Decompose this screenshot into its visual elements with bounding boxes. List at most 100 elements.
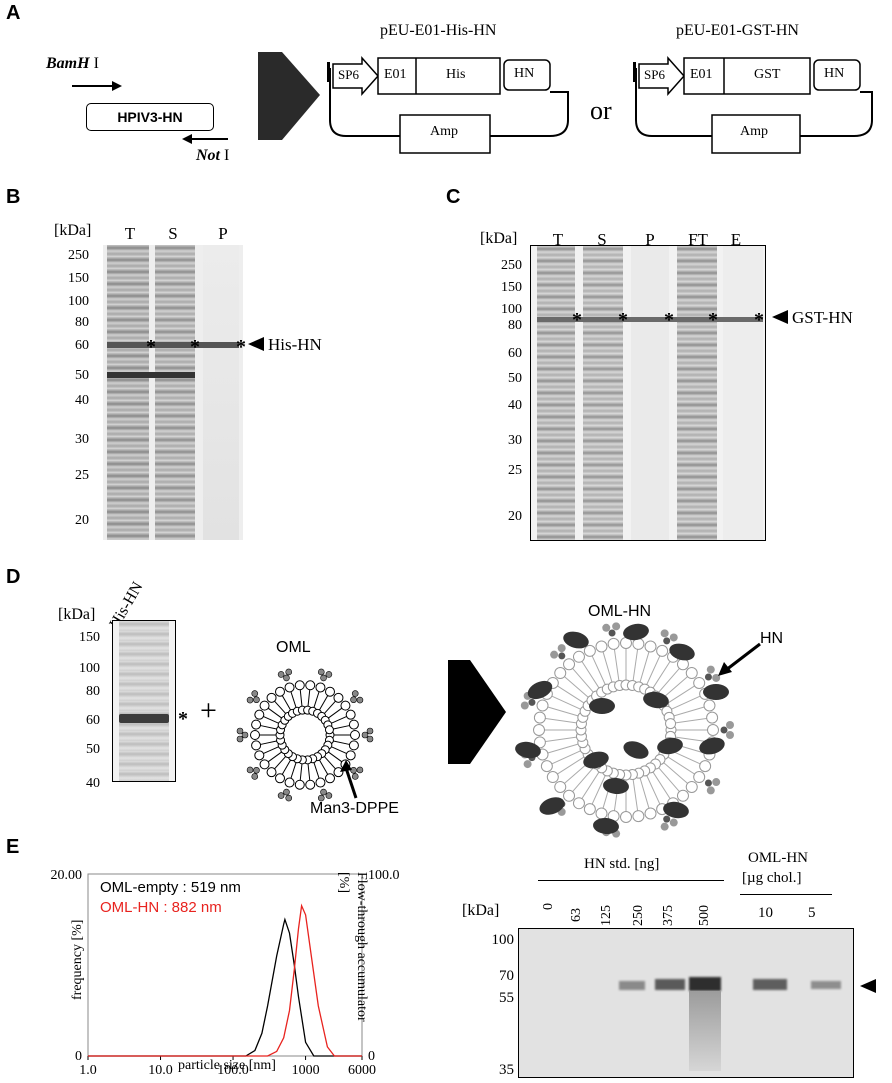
lipid-head-outer: [707, 724, 719, 736]
lipid-head-outer: [315, 777, 326, 788]
mannose-glyph: [325, 792, 333, 799]
gel-d-marker: 60: [86, 713, 100, 728]
dls-ylabel-right: Flow-through accumulator [%]: [336, 872, 369, 1022]
dls-y2-tick-label: 0: [368, 1049, 375, 1064]
hn-protein: [663, 801, 689, 819]
gel-b: [103, 245, 243, 540]
mannose-glyph: [663, 637, 671, 645]
lipid-head-outer: [685, 780, 698, 793]
man3-dppe-label: Man3-DPPE: [310, 800, 399, 817]
lipid-head-outer: [583, 644, 596, 657]
mannose-glyph: [253, 696, 260, 704]
lipid-head-outer: [348, 740, 359, 751]
lipid-head-outer: [595, 807, 608, 820]
hn-protein: [527, 680, 553, 700]
blot-group1-label: HN std. [ng]: [584, 856, 660, 872]
mannose-glyph: [277, 671, 285, 678]
plasmid1-hn: HN: [514, 66, 535, 81]
blot-unit: [kDa]: [462, 902, 500, 919]
gel-c-unit: [kDa]: [480, 230, 518, 247]
mannose-glyph: [663, 815, 671, 823]
gel-d-asterisk: *: [178, 708, 188, 730]
mannose-glyph: [351, 690, 359, 697]
gel-c-marker: 80: [508, 318, 522, 333]
gel-c-asterisk: *: [708, 309, 718, 331]
mannose-glyph: [660, 822, 669, 831]
hn-label: HN: [760, 630, 784, 647]
mannose-glyph: [660, 629, 669, 638]
lipid-head-outer: [345, 750, 356, 761]
plasmid2-sp6: SP6: [644, 67, 665, 82]
lipid-head-inner: [324, 725, 334, 735]
lipid-head-outer: [251, 719, 262, 730]
hn-protein: [583, 751, 609, 769]
plasmid2-amp: Amp: [740, 124, 768, 139]
plasmid2-hn: HN: [824, 66, 845, 81]
gel-d: [112, 620, 176, 782]
dls-y-tick-label: 20.00: [51, 868, 83, 883]
blot-lane-label: 500: [697, 905, 712, 926]
plasmid1-diagram: [327, 56, 569, 154]
blot-marker: 70: [499, 968, 514, 984]
gel-c-marker: 20: [508, 509, 522, 524]
gel-c-arrowhead: [772, 310, 788, 324]
lipid-head-outer: [305, 680, 316, 691]
mannose-glyph: [241, 731, 249, 739]
or-label: or: [590, 96, 612, 125]
lipid-head-outer: [572, 797, 585, 810]
mannose-glyph: [726, 721, 734, 729]
forward-primer-arrow: [72, 52, 320, 144]
lipid-head-outer: [340, 700, 351, 711]
lipid-head-outer: [266, 692, 277, 703]
panel-letter-c: C: [446, 186, 461, 208]
mannose-glyph: [350, 696, 357, 704]
lipid-head-outer: [284, 682, 295, 693]
hn-protein: [657, 737, 683, 755]
hn-protein: [623, 741, 649, 759]
hn-protein: [593, 817, 619, 835]
lipid-head-outer: [685, 667, 698, 680]
gel-d-unit: [kDa]: [58, 606, 96, 623]
mannose-glyph: [236, 735, 244, 743]
lipid-head-outer: [536, 699, 549, 712]
lipid-head-outer: [251, 740, 262, 751]
lipid-head-outer: [350, 730, 360, 740]
hn-protein: [623, 623, 649, 641]
mannose-glyph: [251, 773, 259, 780]
mannose-glyph: [558, 652, 566, 660]
mannose-glyph: [317, 668, 325, 676]
lipid-head-outer: [607, 637, 620, 650]
mannose-glyph: [356, 766, 364, 774]
gel-d-marker: 150: [79, 630, 100, 645]
mannose-glyph: [246, 766, 254, 774]
lipid-head-outer: [572, 650, 585, 663]
mannose-glyph: [317, 794, 325, 802]
mannose-glyph: [520, 701, 529, 710]
dls-y-tick-label: 0: [75, 1049, 82, 1064]
lipid-head-outer: [620, 811, 632, 823]
hn-protein: [539, 797, 565, 815]
mannose-glyph: [550, 650, 559, 659]
lipid-head-outer: [540, 760, 553, 773]
lipid-head-outer: [259, 700, 270, 711]
dls-series-oml-empty: [88, 917, 362, 1057]
blot-lane-label: 375: [661, 905, 676, 926]
lipid-head-outer: [676, 658, 689, 671]
lipid-head-outer: [333, 692, 344, 703]
gel-c-band-label: GST-HN: [792, 308, 853, 327]
gel-b-marker: 25: [75, 468, 89, 483]
lipid-head-outer: [254, 750, 265, 761]
gel-d-marker: 40: [86, 776, 100, 791]
lipid-head-outer: [533, 736, 546, 749]
gel-d-marker: 100: [79, 661, 100, 676]
blot-group2-line: [740, 894, 832, 895]
lipid-head-outer: [275, 773, 285, 784]
plasmid1-sp6: SP6: [338, 67, 359, 82]
gel-c-lane: FT: [688, 230, 708, 249]
lipid-head-outer: [693, 771, 706, 784]
panel-letter-e: E: [6, 836, 20, 858]
lipid-head-outer: [703, 699, 716, 712]
lipid-head-outer: [533, 711, 546, 724]
lipid-head-outer: [533, 724, 545, 736]
hn-protein: [669, 643, 695, 661]
